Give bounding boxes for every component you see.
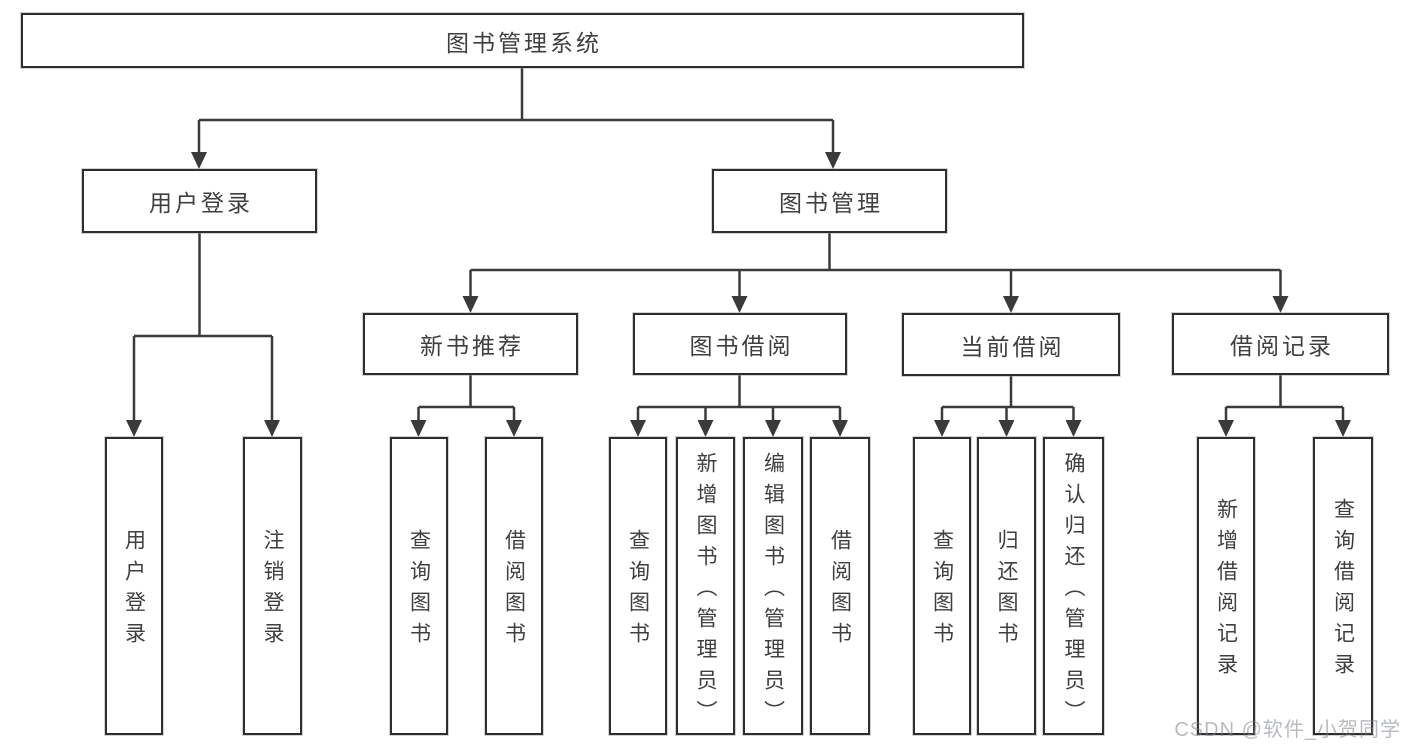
connector-new-books bbox=[417, 375, 516, 421]
leaf-query-books-borrow: 查询图书 bbox=[609, 437, 667, 735]
arrowhead bbox=[126, 420, 142, 437]
leaf-label: 新增借阅记录 bbox=[1214, 498, 1238, 684]
arrowhead bbox=[264, 420, 280, 437]
leaf-label: 借阅图书 bbox=[828, 529, 852, 653]
connector-user-login bbox=[132, 233, 274, 421]
leaf-query-books-recommend: 查询图书 bbox=[390, 437, 448, 735]
leaf-label: 用户登录 bbox=[122, 529, 146, 653]
leaf-edit-books-admin: 编辑图书（管理员） bbox=[743, 437, 803, 735]
leaf-label: 查询图书 bbox=[930, 529, 954, 653]
arrowhead bbox=[998, 420, 1015, 437]
leaf-query-books-current: 查询图书 bbox=[913, 437, 971, 735]
node-borrow-records: 借阅记录 bbox=[1172, 313, 1389, 375]
arrowhead bbox=[825, 152, 841, 169]
connector-root-to-level2 bbox=[197, 68, 835, 153]
leaf-label: 归还图书 bbox=[995, 529, 1019, 653]
leaf-borrow-books-recommend: 借阅图书 bbox=[485, 437, 543, 735]
arrowhead bbox=[630, 420, 646, 437]
node-root-system: 图书管理系统 bbox=[21, 13, 1024, 68]
arrowhead bbox=[191, 152, 207, 169]
arrowhead bbox=[731, 296, 748, 313]
leaf-confirm-return-admin: 确认归还（管理员） bbox=[1043, 437, 1104, 735]
node-book-management: 图书管理 bbox=[712, 169, 947, 233]
connector-borrow-records bbox=[1224, 375, 1345, 421]
connector-book-mgmt bbox=[469, 233, 1282, 297]
leaf-label: 注销登录 bbox=[261, 529, 285, 653]
leaf-user-login: 用户登录 bbox=[105, 437, 163, 735]
node-new-book-recommend: 新书推荐 bbox=[363, 313, 578, 375]
leaf-label: 确认归还（管理员） bbox=[1062, 451, 1086, 731]
arrowhead bbox=[1272, 296, 1289, 313]
leaf-label: 查询借阅记录 bbox=[1331, 498, 1355, 684]
arrowhead bbox=[1003, 296, 1019, 313]
arrowhead bbox=[934, 420, 950, 437]
arrowhead bbox=[832, 420, 848, 437]
arrowhead bbox=[1218, 420, 1234, 437]
leaf-label: 查询图书 bbox=[626, 529, 650, 653]
leaf-label: 新增图书（管理员） bbox=[694, 451, 718, 731]
node-user-login: 用户登录 bbox=[82, 169, 317, 233]
leaf-logout: 注销登录 bbox=[243, 437, 302, 735]
leaf-query-borrow-record: 查询借阅记录 bbox=[1313, 437, 1373, 735]
node-current-borrow: 当前借阅 bbox=[902, 313, 1120, 376]
leaf-label: 借阅图书 bbox=[502, 529, 526, 653]
arrowhead bbox=[462, 296, 479, 313]
arrowhead bbox=[506, 420, 522, 437]
csdn-watermark: CSDN @软件_小贺同学 bbox=[1174, 719, 1401, 741]
leaf-add-books-admin: 新增图书（管理员） bbox=[676, 437, 735, 735]
leaf-borrow-books: 借阅图书 bbox=[810, 437, 870, 735]
arrowhead bbox=[1065, 420, 1082, 437]
arrowhead bbox=[697, 420, 714, 437]
arrowhead bbox=[1335, 420, 1351, 437]
connector-book-borrow bbox=[636, 375, 842, 421]
leaf-label: 编辑图书（管理员） bbox=[761, 451, 785, 731]
leaf-add-borrow-record: 新增借阅记录 bbox=[1197, 437, 1255, 735]
leaf-label: 查询图书 bbox=[407, 529, 431, 653]
node-book-borrow: 图书借阅 bbox=[633, 313, 847, 375]
leaf-return-books: 归还图书 bbox=[977, 437, 1036, 735]
connector-current-borrow bbox=[940, 376, 1075, 421]
arrowhead bbox=[410, 420, 427, 437]
arrowhead bbox=[765, 420, 781, 437]
